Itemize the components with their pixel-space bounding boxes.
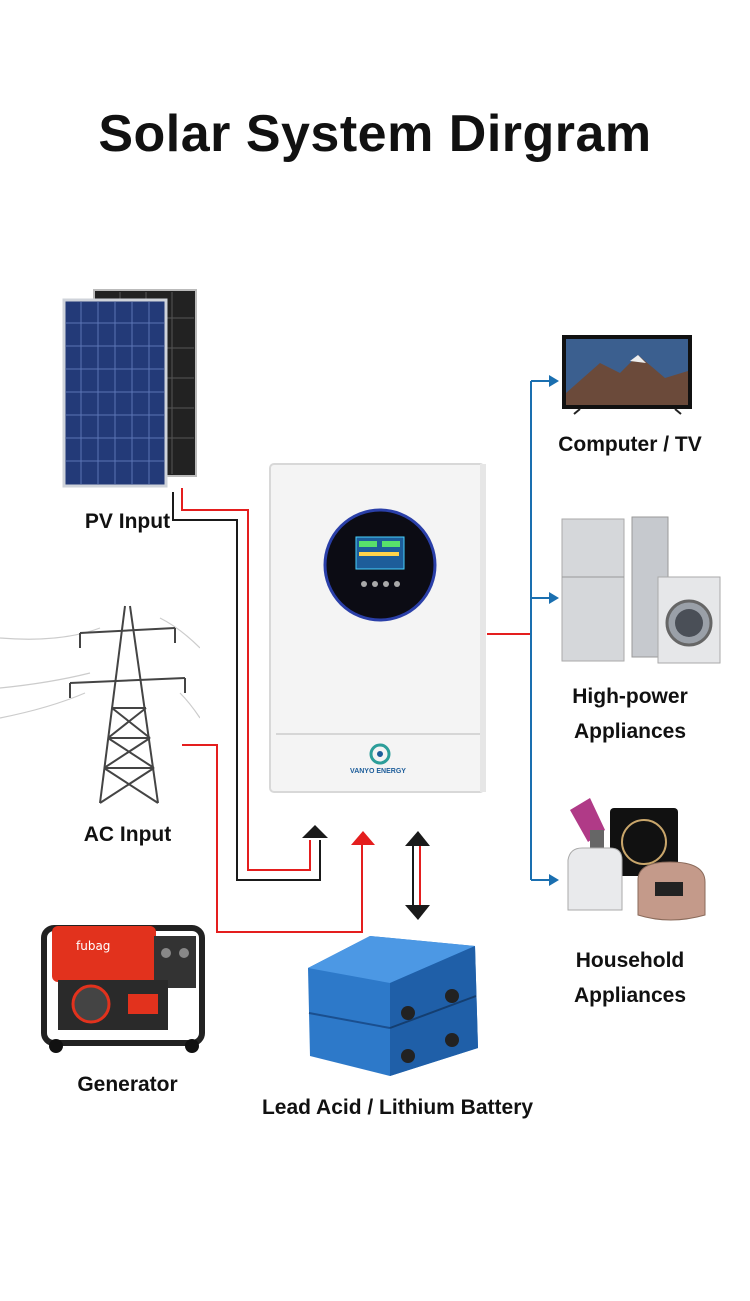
ac-input-arrowhead (351, 831, 375, 845)
generator-image: fubag (41, 925, 205, 1053)
ac-red-wire (182, 744, 363, 933)
svg-text:fubag: fubag (76, 939, 110, 953)
household-arrowhead (549, 874, 559, 886)
diagram-title: Solar System Dirgram (98, 105, 652, 163)
ac-input-label: AC Input (83, 823, 172, 846)
high-power-arrowhead (549, 592, 559, 604)
battery-label: Lead Acid / Lithium Battery (261, 1096, 534, 1119)
household-label-line1: Household (575, 949, 685, 972)
generator-label: Generator (77, 1073, 178, 1096)
power-tower-image (0, 605, 200, 804)
high-power-appliances-image (561, 516, 721, 664)
inverter-image (269, 463, 486, 793)
high-power-label-line2: Appliances (573, 720, 687, 743)
battery-up-arrowhead (405, 831, 430, 846)
solar-panel-image (62, 289, 197, 488)
tv-image (562, 335, 692, 415)
high-power-label-line1: High-power (572, 685, 688, 708)
battery-image (308, 936, 478, 1076)
pv-input-label: PV Input (84, 510, 171, 533)
pv-black-wire (172, 492, 321, 881)
pv-input-arrowhead (302, 825, 328, 838)
inverter-brand-text: VANYO ENERGY (350, 768, 406, 775)
tv-arrowhead (549, 375, 559, 387)
household-label-line2: Appliances (573, 984, 687, 1007)
pv-red-wire (181, 488, 311, 871)
household-appliances-image (567, 798, 706, 921)
computer-tv-label: Computer / TV (558, 433, 702, 456)
battery-down-arrowhead (405, 905, 430, 920)
